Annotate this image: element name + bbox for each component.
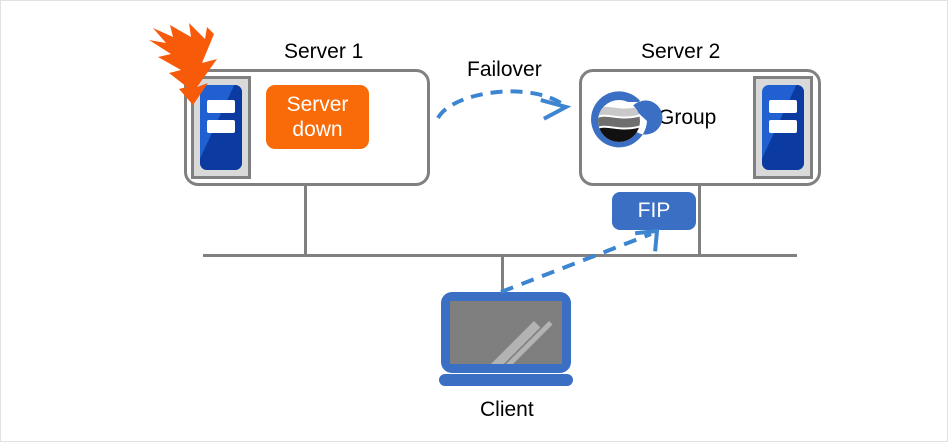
client-bus-drop bbox=[501, 254, 504, 294]
server2-bus-drop bbox=[698, 186, 701, 255]
fip-badge: FIP bbox=[612, 192, 696, 230]
failover-label: Failover bbox=[467, 58, 542, 81]
server-tower-icon bbox=[191, 76, 251, 179]
client-label: Client bbox=[480, 398, 534, 421]
network-bus-line bbox=[203, 254, 797, 257]
failover-arrow[interactable] bbox=[436, 89, 572, 121]
tower-slot-bar bbox=[206, 100, 236, 114]
tower-slot-bar bbox=[768, 100, 798, 114]
server1-title: Server 1 bbox=[284, 40, 364, 63]
fip-migration-arrow[interactable] bbox=[500, 228, 660, 294]
server-down-line1: Server bbox=[286, 93, 349, 116]
server-tower-icon bbox=[753, 76, 813, 179]
server2-title: Server 2 bbox=[641, 40, 721, 63]
monitor-stand bbox=[439, 374, 573, 386]
tower-body bbox=[762, 85, 804, 170]
server1-bus-drop bbox=[304, 186, 307, 255]
tower-slot-bar bbox=[768, 119, 798, 133]
monitor-screen bbox=[450, 301, 562, 364]
tower-body bbox=[200, 85, 242, 170]
monitor-icon bbox=[441, 292, 571, 373]
server-down-line2: down bbox=[292, 118, 343, 141]
server-down-badge: Server down bbox=[266, 85, 369, 149]
tower-slot-bar bbox=[206, 119, 236, 133]
group-label: Group bbox=[658, 106, 717, 129]
